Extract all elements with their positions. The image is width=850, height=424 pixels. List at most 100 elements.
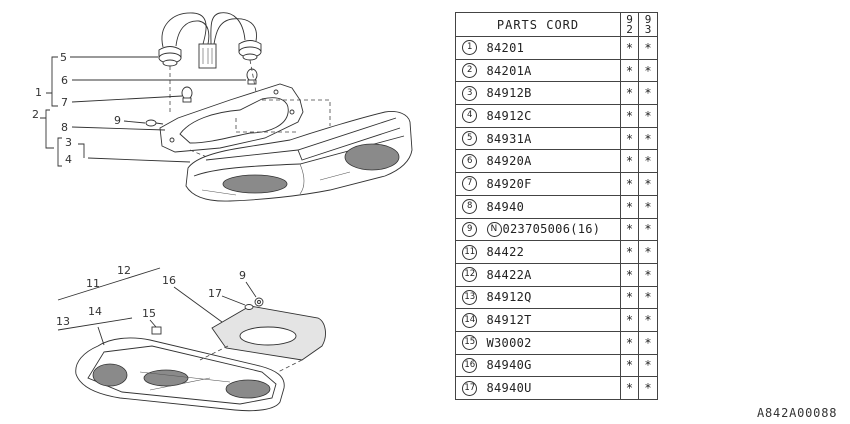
lamp-reflector-left — [222, 174, 288, 194]
part-code: 84931A — [483, 126, 621, 151]
screw-17 — [244, 304, 254, 310]
model-93-mark: * — [638, 353, 658, 378]
item-number: 9 — [462, 221, 478, 237]
model-93-header: 93 — [638, 12, 658, 37]
model-92-mark: * — [620, 104, 639, 128]
part-code: 84940 — [483, 194, 621, 219]
table-row: 17 84940U * * — [455, 376, 658, 400]
model-93-mark: * — [638, 194, 658, 219]
part-code: 84912Q — [483, 285, 621, 310]
model-93-mark: * — [638, 330, 658, 355]
model-93-mark: * — [638, 81, 658, 106]
guide-line — [277, 359, 303, 373]
gasket-cutout — [179, 97, 289, 144]
part-code: 84422 — [483, 240, 621, 264]
item-number-cell: 12 — [455, 262, 484, 287]
model-93-mark: * — [638, 149, 658, 174]
model-92-mark: * — [620, 172, 639, 196]
wiring-harness — [158, 12, 262, 69]
model-92-mark: * — [620, 36, 639, 60]
bulb-small — [181, 86, 193, 100]
leader-line — [97, 326, 105, 346]
harness-wire — [213, 18, 257, 45]
item-number: 2 — [462, 63, 478, 79]
part-code: W30002 — [483, 330, 621, 355]
model-92-label: 92 — [626, 12, 633, 36]
harness-wire — [175, 20, 210, 47]
gasket-hole — [289, 109, 295, 115]
table-row: 4 84912C * * — [455, 104, 658, 128]
model-92-mark: * — [620, 353, 639, 378]
connector-detail — [202, 48, 213, 64]
leader-line — [57, 267, 161, 301]
leader-line — [221, 295, 246, 306]
table-row: 15 W30002 * * — [455, 330, 658, 355]
model-92-mark: * — [620, 58, 639, 83]
part-code: 84912C — [483, 104, 621, 128]
model-92-mark: * — [620, 194, 639, 219]
guide-line — [199, 345, 229, 361]
table-row: 13 84912Q * * — [455, 285, 658, 310]
callout-6: 6 — [61, 74, 68, 87]
screw-upper — [145, 119, 164, 127]
callout-7: 7 — [61, 96, 68, 109]
nut-9 — [254, 297, 264, 307]
lens-reflector-right — [225, 379, 271, 399]
item-number: 11 — [462, 244, 478, 260]
item-number-cell: 2 — [455, 58, 484, 83]
model-93-mark: * — [638, 217, 658, 242]
model-92-mark: * — [620, 149, 639, 174]
circled-n-prefix: N — [486, 221, 502, 237]
lamp-lens-divider — [299, 163, 305, 195]
part-code: 84912T — [483, 308, 621, 332]
part-code: 84920F — [483, 172, 621, 196]
model-92-header: 92 — [620, 12, 639, 37]
bulbs — [181, 68, 258, 103]
item-number-cell: 17 — [455, 376, 484, 400]
callout-3: 3 — [65, 136, 72, 149]
table-row: 16 84940G * * — [455, 353, 658, 378]
item-number: 14 — [462, 312, 478, 328]
model-92-mark: * — [620, 285, 639, 310]
callout-17: 17 — [208, 287, 222, 300]
part-code: 84912B — [483, 81, 621, 106]
model-92-mark: * — [620, 217, 639, 242]
parts-table: PARTS CORD 92 93 1 84201 * * 2 84201A * … — [455, 12, 658, 400]
model-92-mark: * — [620, 81, 639, 106]
callout-12: 12 — [117, 264, 131, 277]
item-number-cell: 9 — [455, 217, 484, 242]
callout-9-upper: 9 — [114, 114, 121, 127]
table-row: 1 84201 * * — [455, 36, 658, 60]
socket-right-base — [242, 53, 258, 61]
bracket-3-4 — [57, 137, 85, 167]
table-header-row: PARTS CORD 92 93 — [455, 12, 658, 37]
callout-16: 16 — [162, 274, 176, 287]
socket-left-base — [162, 59, 178, 67]
harness-wire — [210, 12, 246, 45]
lower-lamp-lens — [75, 337, 285, 412]
lamp-lens-edge — [193, 135, 405, 177]
callout-14: 14 — [88, 305, 102, 318]
model-92-mark: * — [620, 308, 639, 332]
bracket-2 — [40, 109, 54, 149]
callout-4: 4 — [65, 153, 72, 166]
leader-line — [173, 286, 223, 323]
model-92-mark: * — [620, 126, 639, 151]
document-code: A842A00088 — [757, 406, 838, 420]
item-number-cell: 15 — [455, 330, 484, 355]
model-93-mark: * — [638, 262, 658, 287]
plate-cutout — [239, 326, 297, 346]
item-number-cell: 3 — [455, 81, 484, 106]
item-number: 4 — [462, 108, 478, 124]
item-number-cell: 13 — [455, 285, 484, 310]
part-code: 84940U — [483, 376, 621, 400]
model-93-label: 93 — [644, 12, 652, 36]
leader-line — [87, 157, 191, 163]
item-number: 16 — [462, 357, 478, 373]
tail-lamp-assembly — [185, 111, 413, 202]
table-row: 2 84201A * * — [455, 58, 658, 83]
lamp-top-face-inner — [297, 127, 401, 161]
guide-line — [235, 118, 296, 133]
